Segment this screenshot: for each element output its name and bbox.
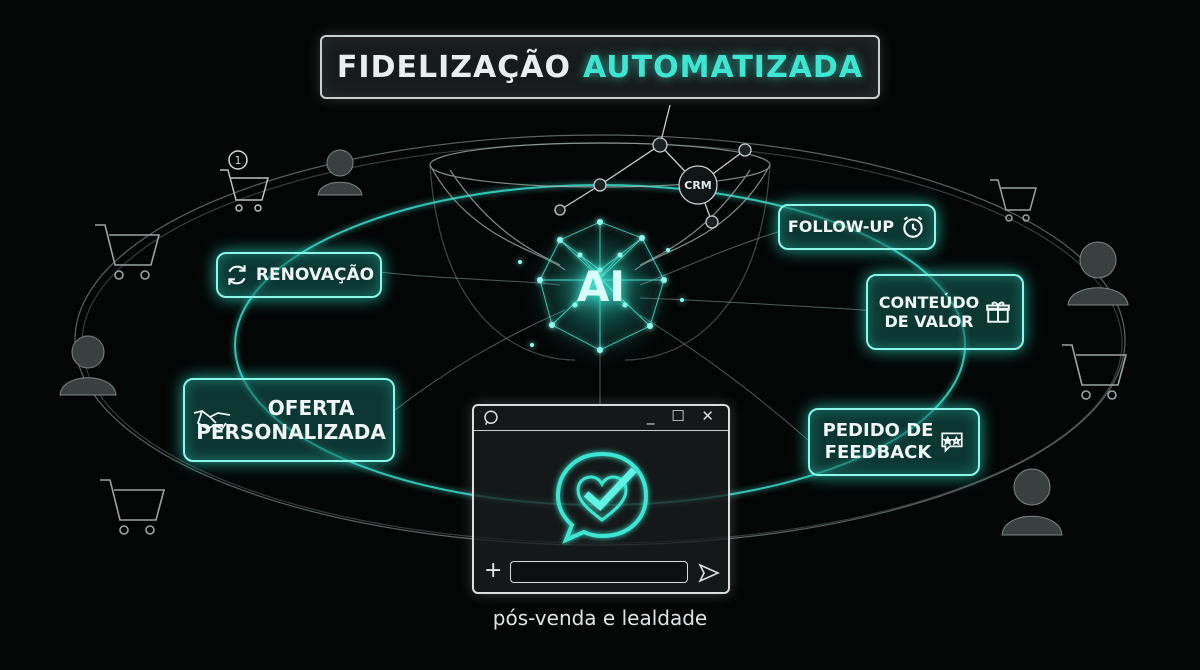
ai-label: AI — [576, 262, 626, 311]
check-heart-icon — [555, 451, 649, 544]
shopping-cart-icon — [95, 224, 161, 280]
follow-up-bubble: FOLLOW-UP — [778, 204, 936, 250]
chat-window: _ ☐ ✕ + — [472, 404, 730, 594]
person-icon — [59, 335, 117, 396]
shopping-cart-icon — [990, 179, 1037, 222]
oferta-line1: OFERTA — [267, 396, 355, 420]
attach-plus-button[interactable]: + — [484, 558, 503, 583]
whatsapp-icon — [484, 410, 498, 426]
alarm-clock-icon — [900, 214, 926, 240]
title-banner: FIDELIZAÇÃO AUTOMATIZADA — [320, 35, 880, 99]
oferta-bubble: OFERTA PERSONALIZADA — [183, 378, 395, 462]
person-icon — [1001, 468, 1063, 536]
conteudo-text: CONTEÚDO DE VALOR — [879, 293, 979, 331]
person-icon — [317, 149, 363, 196]
pedido-line2: FEEDBACK — [824, 442, 932, 463]
follow-up-label: FOLLOW-UP — [787, 217, 895, 237]
renovacao-label: RENOVAÇÃO — [255, 264, 375, 285]
conteudo-line2: DE VALOR — [884, 312, 974, 331]
pedido-text: PEDIDO DE FEEDBACK — [823, 420, 934, 463]
title-part2: AUTOMATIZADA — [582, 49, 864, 85]
send-icon[interactable] — [698, 563, 720, 583]
pedido-line1: PEDIDO DE — [822, 420, 934, 442]
pedido-bubble: PEDIDO DE FEEDBACK — [808, 408, 980, 476]
handshake-icon — [192, 405, 232, 435]
gift-icon — [985, 299, 1011, 325]
window-titlebar: _ ☐ ✕ — [474, 406, 728, 431]
shopping-cart-icon — [220, 150, 269, 212]
rating-chat-icon — [939, 429, 965, 455]
shopping-cart-icon — [1062, 344, 1128, 400]
conteudo-line1: CONTEÚDO — [878, 292, 980, 312]
renovacao-bubble: RENOVAÇÃO — [216, 252, 382, 298]
shopping-cart-icon — [100, 479, 166, 535]
network-node-icon — [554, 104, 752, 229]
title-part1: FIDELIZAÇÃO — [336, 49, 571, 85]
ai-sphere — [518, 208, 684, 372]
oferta-text: OFERTA PERSONALIZADA — [196, 396, 386, 444]
message-input[interactable] — [510, 561, 688, 583]
conteudo-bubble: CONTEÚDO DE VALOR — [866, 274, 1024, 350]
oferta-line2: PERSONALIZADA — [196, 420, 386, 444]
window-controls[interactable]: _ ☐ ✕ — [646, 407, 720, 425]
crm-label: CRM — [684, 179, 712, 192]
person-icon — [1067, 241, 1129, 306]
refresh-icon — [224, 262, 250, 288]
caption: pós-venda e lealdade — [492, 606, 708, 630]
cart-badge: 1 — [235, 154, 242, 167]
